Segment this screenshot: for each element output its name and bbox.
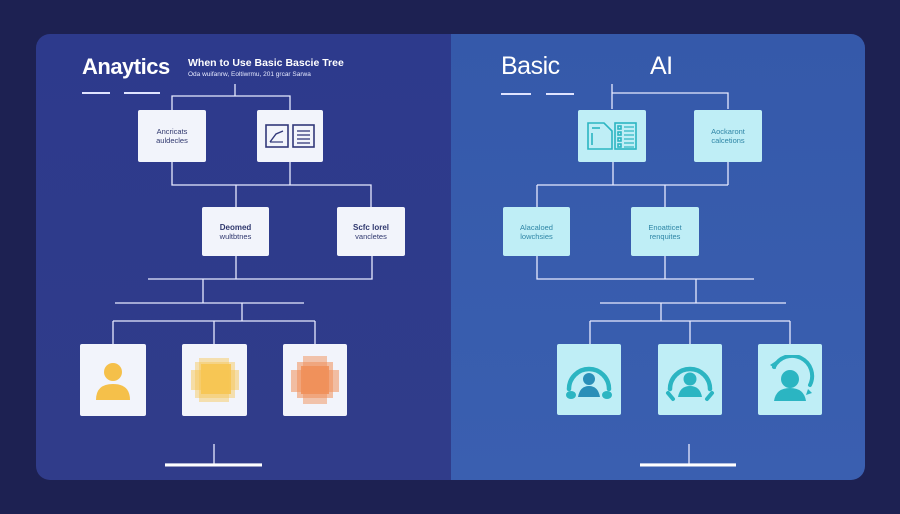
title-underline — [124, 92, 160, 94]
node-label: calcetions — [711, 136, 745, 145]
title-underline — [546, 93, 574, 95]
left-node-3[interactable]: Deomed wultbtnes — [202, 207, 269, 256]
right-node-3[interactable]: Alacaloed lowchsies — [503, 207, 570, 256]
right-leaf-3[interactable] — [758, 344, 822, 415]
user-icon — [96, 363, 130, 400]
left-title: Anaytics — [82, 54, 170, 79]
right-node-2[interactable]: Aockaront calcetions — [694, 110, 762, 162]
node-label: auldecles — [156, 136, 188, 145]
right-leaf-1[interactable] — [557, 344, 621, 415]
right-node-4[interactable]: Enoatticet renquites — [631, 207, 699, 256]
diagram-frame — [36, 34, 865, 480]
left-leaf-2[interactable] — [182, 344, 247, 416]
node-label: wultbtnes — [219, 231, 252, 241]
chart-and-document-icon — [265, 124, 315, 148]
left-leaf-3[interactable] — [283, 344, 347, 416]
left-node-4[interactable]: Scfc lorel vancletes — [337, 207, 405, 256]
right-title-ai: AI — [650, 52, 673, 80]
left-leaf-1[interactable] — [80, 344, 146, 416]
title-underline — [82, 92, 110, 94]
right-title-basic: Basic — [501, 52, 560, 80]
node-label: lowchsies — [520, 231, 553, 241]
node-label: vancletes — [355, 231, 387, 241]
node-label: Alacaloed — [520, 222, 553, 232]
left-caption: Oda wuifanrw, Eoltiwrmu, 201 grcar Sarwa — [188, 71, 311, 78]
node-label: Enoatticet — [648, 222, 682, 232]
node-label: Deomed — [219, 222, 252, 232]
right-leaf-2[interactable] — [658, 344, 722, 415]
yellow-blob-icon — [190, 358, 239, 402]
document-checklist-icon — [587, 122, 637, 150]
left-node-1[interactable]: Ancricats auldecles — [138, 110, 206, 162]
left-node-2[interactable] — [257, 110, 323, 162]
user-refresh-icon — [770, 354, 815, 401]
left-subtitle: When to Use Basic Bascie Tree — [188, 57, 344, 69]
right-node-1[interactable] — [578, 110, 646, 162]
node-label: renquites — [649, 231, 681, 241]
title-underline — [501, 93, 531, 95]
node-label: Scfc lorel — [352, 222, 389, 232]
orange-blob-icon — [291, 356, 339, 404]
user-headset-icon — [566, 366, 612, 399]
user-headset-icon — [666, 366, 714, 401]
node-label: Ancricats — [156, 127, 188, 136]
node-label: Aockaront — [711, 127, 745, 136]
